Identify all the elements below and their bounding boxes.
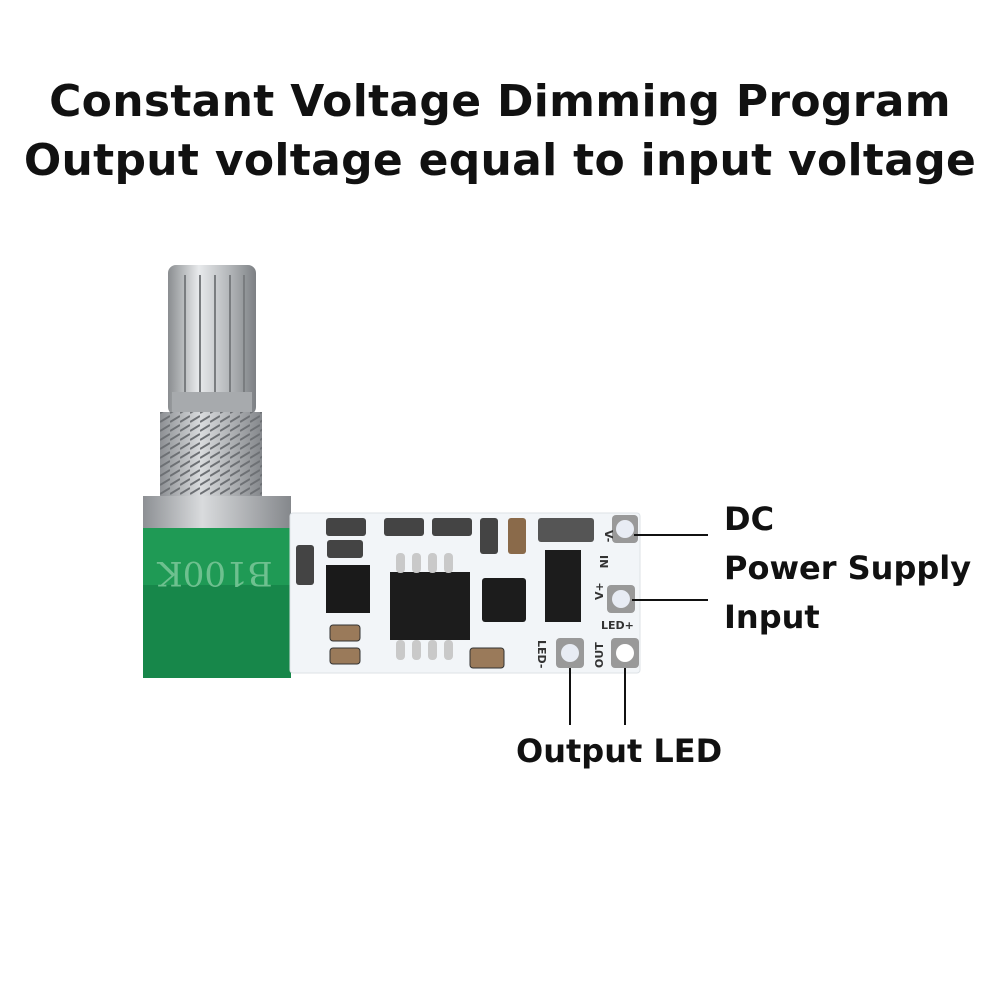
pad-out	[611, 638, 639, 668]
svg-text:OUT: OUT	[593, 642, 606, 668]
potentiometer: B100K	[143, 265, 291, 678]
ic-chip	[390, 572, 470, 640]
pot-housing	[143, 496, 291, 530]
callout-power-supply: Power Supply	[724, 549, 972, 587]
callout-output-led: Output LED	[516, 732, 723, 770]
svg-text:LED-: LED-	[535, 640, 548, 668]
pad-v-plus	[607, 585, 635, 613]
title-line-1: Constant Voltage Dimming Program	[49, 76, 951, 127]
callout-dc: DC	[724, 500, 775, 538]
svg-text:V-: V-	[602, 530, 615, 542]
pcb-board: V- IN V+ LED+ LED- OUT	[289, 512, 641, 674]
mosfet-chip	[482, 578, 526, 622]
callout-input: Input	[724, 598, 820, 636]
title-line-2: Output voltage equal to input voltage	[23, 135, 977, 186]
svg-text:LED+: LED+	[601, 619, 634, 632]
svg-text:V+: V+	[593, 582, 606, 600]
knurled-shaft	[168, 265, 256, 415]
svg-text:IN: IN	[597, 555, 610, 568]
pot-marking: B100K	[157, 553, 273, 593]
pad-v-minus	[612, 515, 638, 543]
callout-lines	[569, 534, 708, 725]
pad-led-minus	[556, 638, 584, 668]
